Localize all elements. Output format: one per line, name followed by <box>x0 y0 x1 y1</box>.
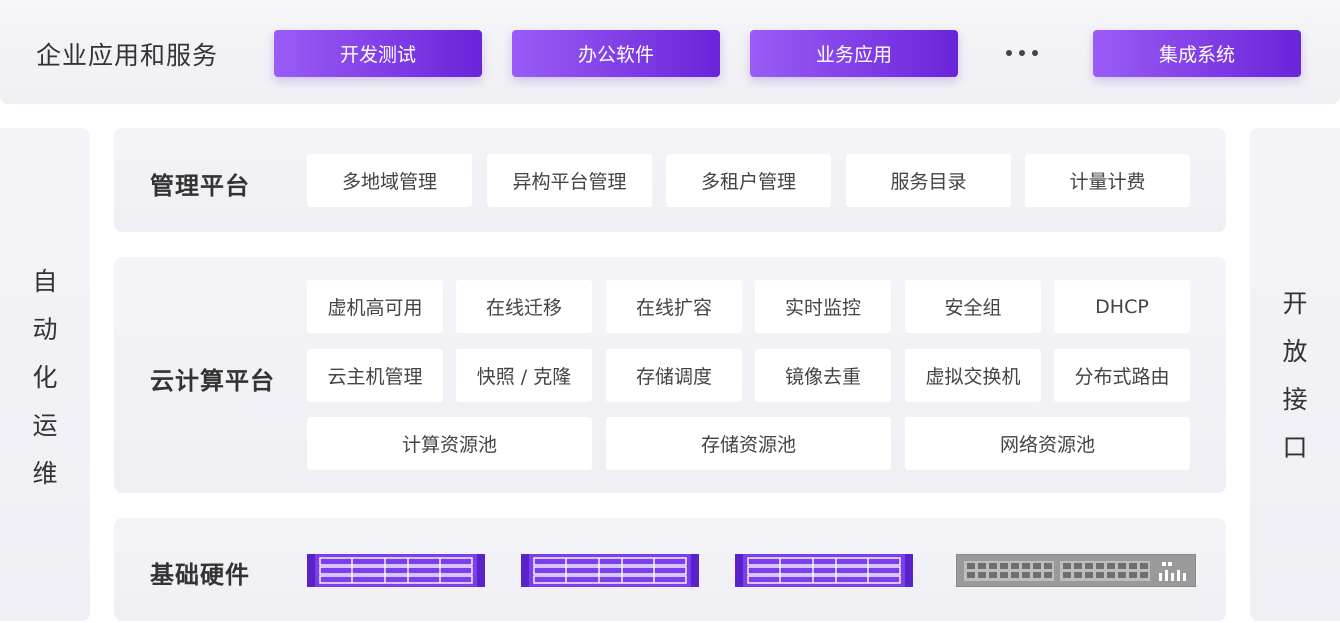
realtime-monitor-item[interactable]: 实时监控 <box>755 280 891 333</box>
hardware-title: 基础硬件 <box>150 561 250 589</box>
storage-pool-item[interactable]: 存储资源池 <box>606 417 891 470</box>
compute-pool-item[interactable]: 计算资源池 <box>307 417 592 470</box>
management-platform-title: 管理平台 <box>150 172 250 200</box>
cloud-platform-title: 云计算平台 <box>150 367 275 395</box>
management-platform-layer: 管理平台 多地域管理 异构平台管理 多租户管理 服务目录 计量计费 <box>114 128 1226 232</box>
server-rack-icon <box>307 554 485 587</box>
hardware-layer: 基础硬件 <box>114 518 1226 621</box>
cloud-platform-layer: 云计算平台 虚机高可用 在线迁移 在线扩容 实时监控 安全组 DHCP 云主机管… <box>114 257 1226 493</box>
office-software-button[interactable]: 办公软件 <box>512 30 720 77</box>
host-management-item[interactable]: 云主机管理 <box>307 349 443 402</box>
dhcp-item[interactable]: DHCP <box>1054 280 1190 333</box>
enterprise-apps-bar: 企业应用和服务 开发测试 办公软件 业务应用 集成系统 <box>0 0 1340 104</box>
automated-ops-label: 自 动 化 运 维 <box>32 267 58 488</box>
open-api-label: 开 放 接 口 <box>1282 289 1308 462</box>
metering-billing-item[interactable]: 计量计费 <box>1025 154 1190 207</box>
distributed-router-item[interactable]: 分布式路由 <box>1054 349 1190 402</box>
automated-ops-panel: 自 动 化 运 维 <box>0 128 90 621</box>
snapshot-clone-item[interactable]: 快照 / 克隆 <box>456 349 592 402</box>
heterogeneous-platform-item[interactable]: 异构平台管理 <box>487 154 652 207</box>
ellipsis-icon <box>1006 50 1038 56</box>
service-catalog-item[interactable]: 服务目录 <box>846 154 1011 207</box>
security-group-item[interactable]: 安全组 <box>905 280 1041 333</box>
virtual-switch-item[interactable]: 虚拟交换机 <box>905 349 1041 402</box>
open-api-panel: 开 放 接 口 <box>1250 128 1340 621</box>
enterprise-apps-title: 企业应用和服务 <box>36 41 219 70</box>
live-migration-item[interactable]: 在线迁移 <box>456 280 592 333</box>
server-rack-icon <box>735 554 913 587</box>
storage-scheduling-item[interactable]: 存储调度 <box>606 349 742 402</box>
integration-systems-button[interactable]: 集成系统 <box>1093 30 1301 77</box>
network-switch-icon <box>956 554 1196 587</box>
dev-test-button[interactable]: 开发测试 <box>274 30 482 77</box>
online-scaling-item[interactable]: 在线扩容 <box>606 280 742 333</box>
network-pool-item[interactable]: 网络资源池 <box>905 417 1190 470</box>
server-rack-icon <box>521 554 699 587</box>
multi-region-item[interactable]: 多地域管理 <box>307 154 472 207</box>
business-apps-button[interactable]: 业务应用 <box>750 30 958 77</box>
vm-ha-item[interactable]: 虚机高可用 <box>307 280 443 333</box>
multi-tenant-item[interactable]: 多租户管理 <box>666 154 831 207</box>
image-dedup-item[interactable]: 镜像去重 <box>755 349 891 402</box>
